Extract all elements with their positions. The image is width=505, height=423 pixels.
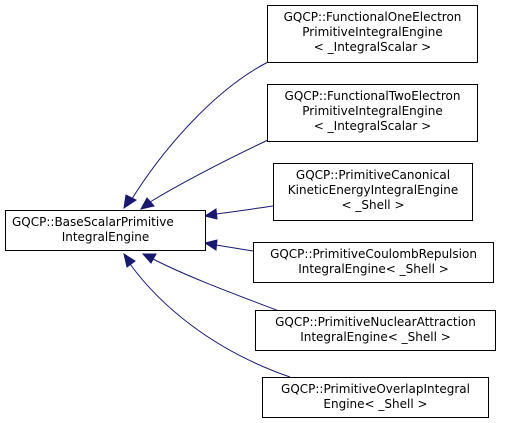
node-label-line: IntegralEngine< _Shell >	[298, 262, 449, 276]
edge-coulomb-repulsion-arrowhead	[203, 239, 218, 251]
node-label-line: GQCP::PrimitiveCanonical	[296, 168, 450, 182]
node-label-line: Engine< _Shell >	[323, 397, 427, 411]
node-base-scalar-primitive-integral-engine[interactable]: GQCP::BaseScalarPrimitive IntegralEngine	[5, 210, 206, 251]
edge-kinetic-energy	[215, 205, 274, 215]
edge-nuclear-attraction	[152, 258, 293, 317]
node-label-line: KineticEnergyIntegralEngine	[288, 183, 458, 197]
node-label-line: IntegralEngine	[62, 230, 150, 244]
node-box	[5, 210, 206, 251]
edge-functional-one-electron	[129, 61, 269, 203]
node-box	[267, 84, 478, 142]
node-label-line: < _Shell >	[341, 198, 404, 212]
node-label-line: GQCP::PrimitiveNuclearAttraction	[275, 315, 476, 329]
node-functional-one-electron-primitive-integral-engine[interactable]: GQCP::FunctionalOneElectron PrimitiveInt…	[267, 5, 478, 63]
node-label-line: PrimitiveIntegralEngine	[302, 104, 442, 118]
edges	[123, 61, 293, 378]
node-box	[262, 377, 489, 418]
edge-overlap-integral-arrowhead	[123, 252, 136, 268]
node-label-line: GQCP::FunctionalOneElectron	[284, 10, 462, 24]
node-primitive-nuclear-attraction-integral-engine[interactable]: GQCP::PrimitiveNuclearAttraction Integra…	[255, 310, 496, 351]
node-label-line: GQCP::BaseScalarPrimitive	[12, 215, 174, 229]
node-label-line: < _IntegralScalar >	[314, 40, 431, 54]
node-functional-two-electron-primitive-integral-engine[interactable]: GQCP::FunctionalTwoElectron PrimitiveInt…	[267, 84, 478, 142]
node-primitive-coulomb-repulsion-integral-engine[interactable]: GQCP::PrimitiveCoulombRepulsion Integral…	[253, 242, 494, 283]
node-box	[253, 242, 494, 283]
node-box	[267, 5, 478, 63]
edge-functional-two-electron-arrowhead	[140, 197, 155, 210]
node-label-line: < _IntegralScalar >	[314, 119, 431, 133]
node-box	[255, 310, 496, 351]
edge-coulomb-repulsion	[215, 244, 254, 252]
node-primitive-canonical-kinetic-energy-integral-engine[interactable]: GQCP::PrimitiveCanonical KineticEnergyIn…	[273, 163, 473, 221]
node-label-line: GQCP::PrimitiveOverlapIntegral	[281, 382, 470, 396]
node-label-line: GQCP::FunctionalTwoElectron	[285, 89, 461, 103]
node-primitive-overlap-integral-engine[interactable]: GQCP::PrimitiveOverlapIntegral Engine< _…	[262, 377, 489, 418]
node-label-line: PrimitiveIntegralEngine	[302, 25, 442, 39]
edge-kinetic-energy-arrowhead	[203, 208, 218, 220]
edge-functional-two-electron	[149, 139, 269, 203]
node-box	[273, 163, 473, 221]
edge-functional-one-electron-arrowhead	[123, 194, 137, 210]
node-label-line: IntegralEngine< _Shell >	[300, 330, 451, 344]
edge-overlap-integral	[129, 263, 291, 378]
node-label-line: GQCP::PrimitiveCoulombRepulsion	[270, 247, 477, 261]
edge-nuclear-attraction-arrowhead	[141, 253, 157, 264]
